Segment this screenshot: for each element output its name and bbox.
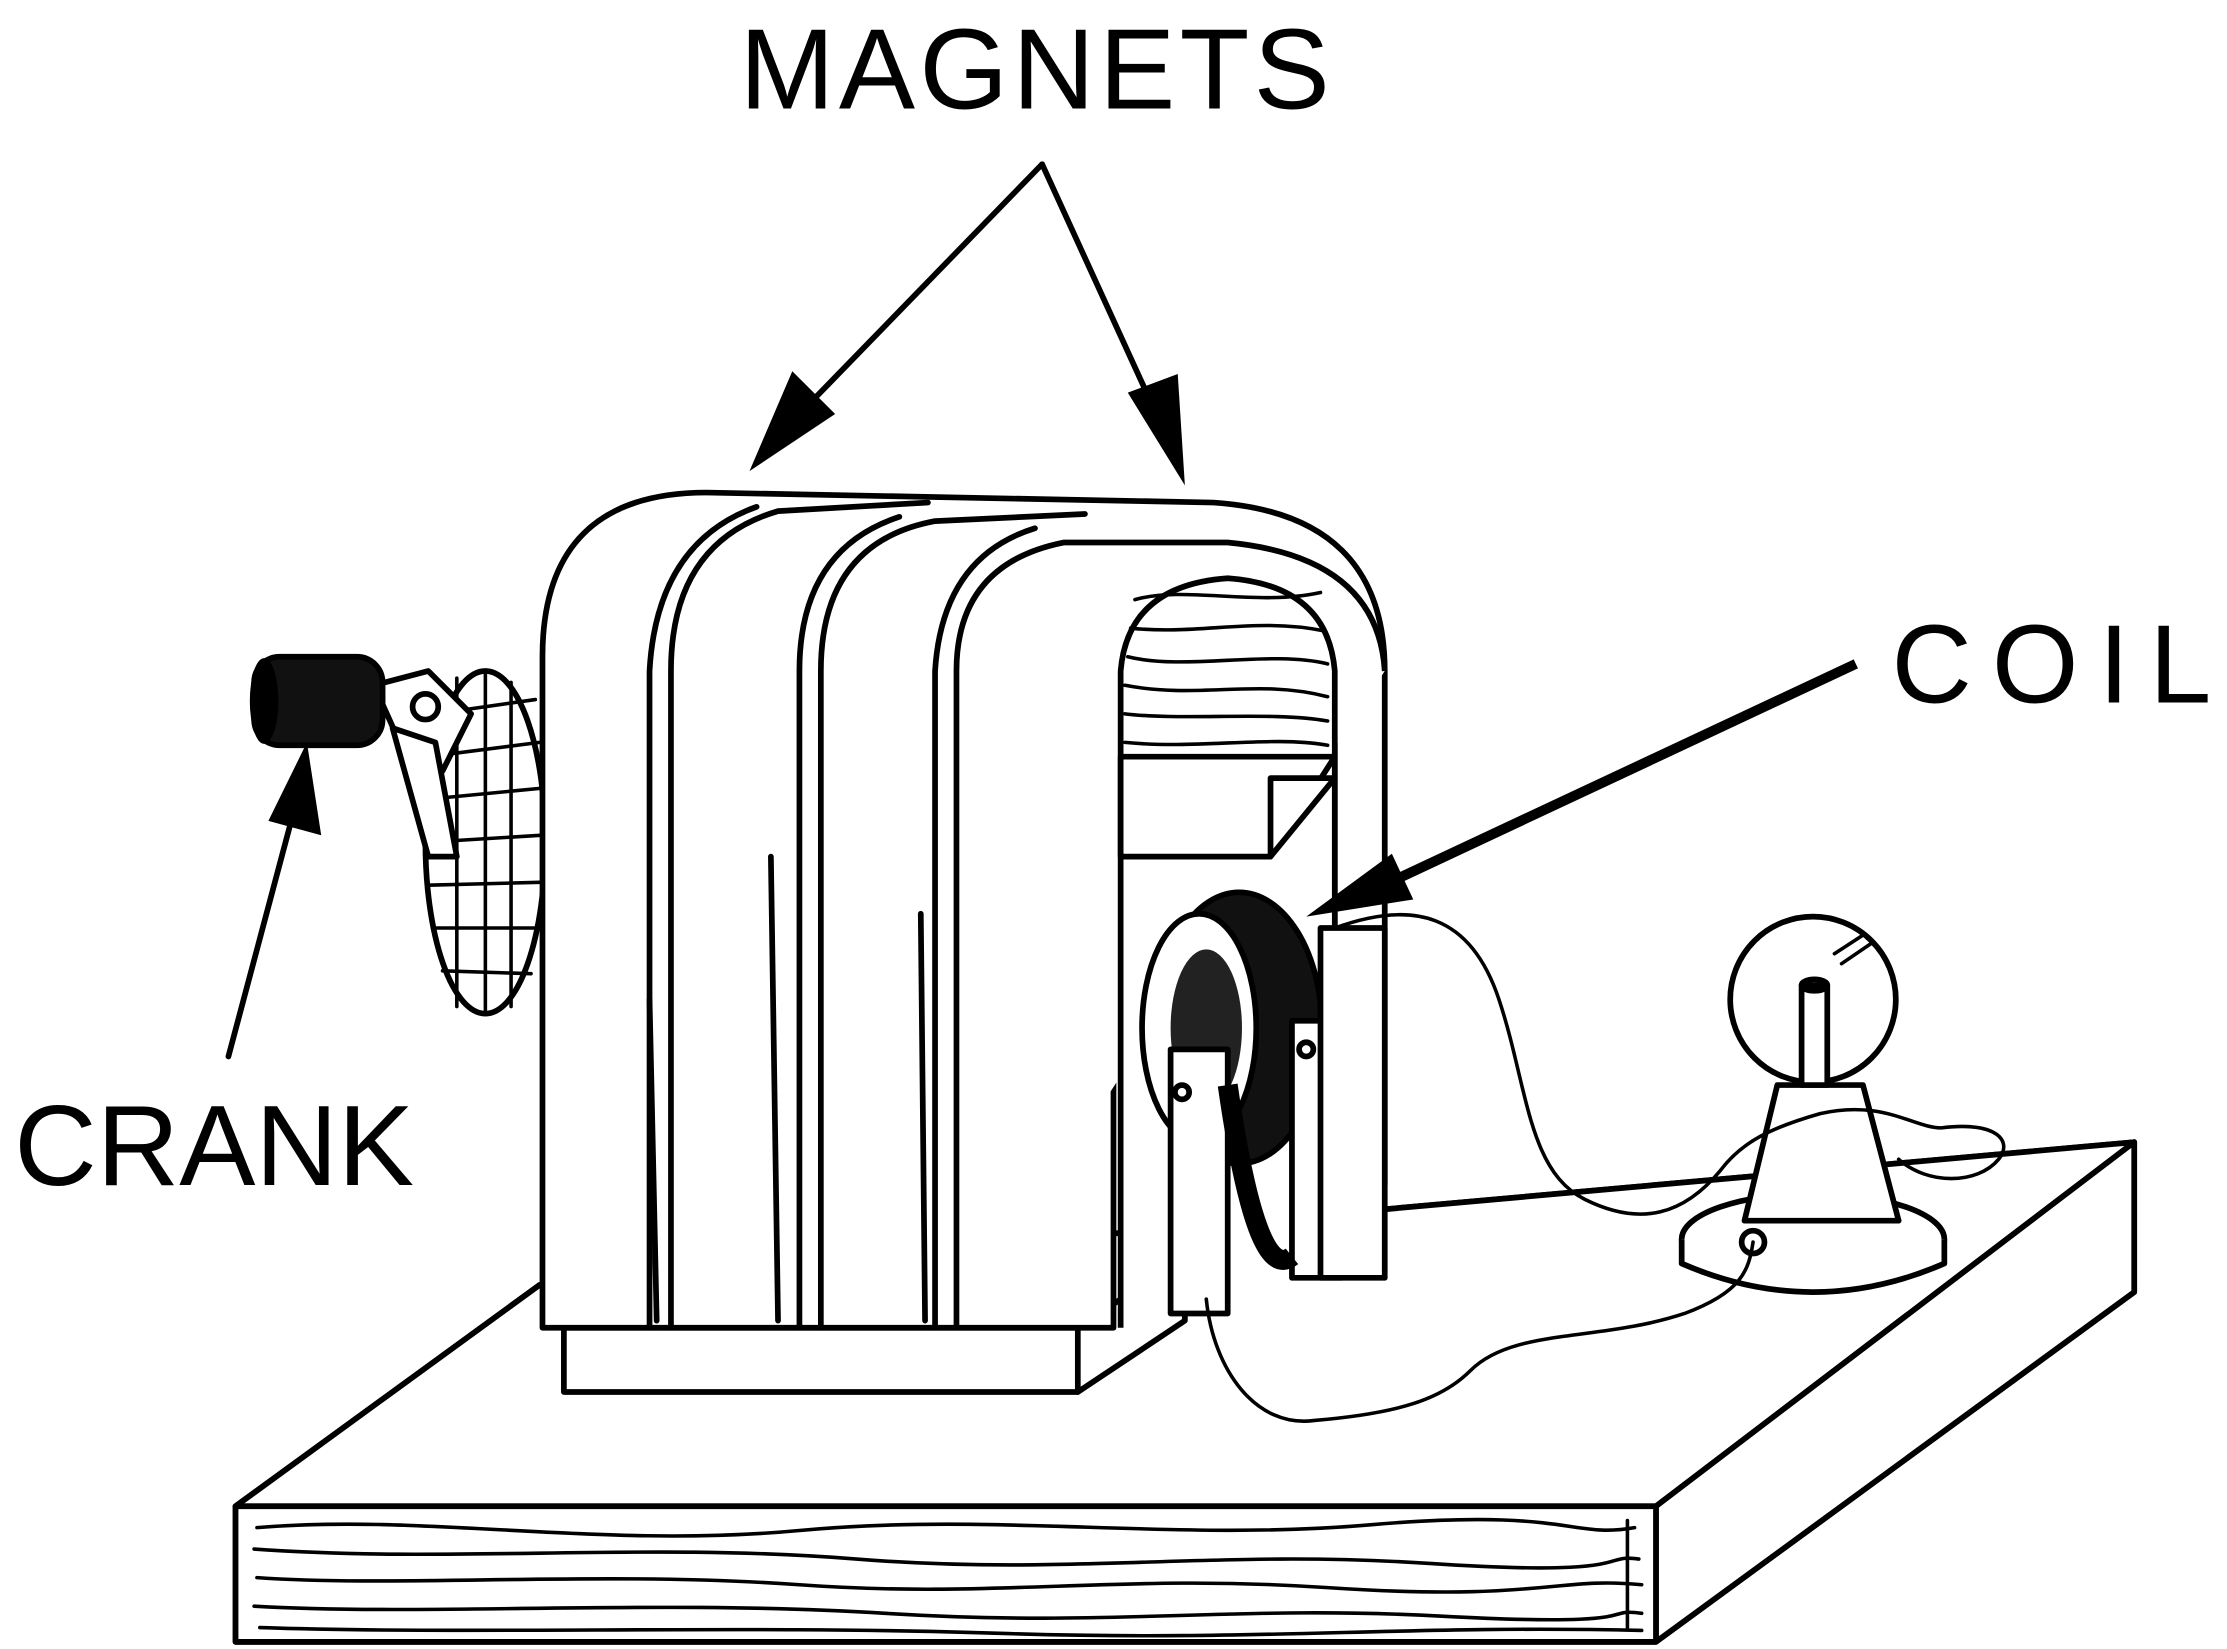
magnets-arrows [749, 161, 1185, 486]
crank-handle[interactable] [249, 653, 474, 860]
wires [1204, 912, 2006, 1423]
coil [1139, 889, 1388, 1317]
crank-arrow [225, 742, 322, 1060]
coil-arrow [1306, 659, 1858, 917]
light-bulb [1678, 913, 1948, 1295]
crank-label: CRANK [14, 1083, 414, 1210]
magnets-label: MAGNETS [739, 7, 1334, 134]
coil-label: COIL [1892, 601, 2227, 726]
wooden-base [232, 1139, 2138, 1645]
